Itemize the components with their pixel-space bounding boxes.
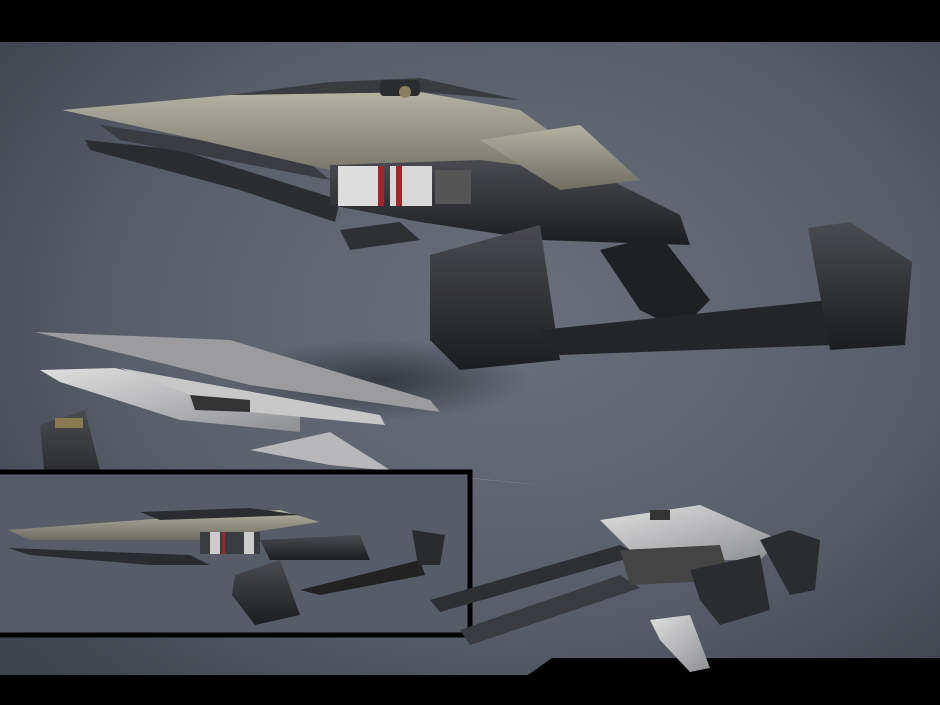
- main-stock: [808, 222, 912, 350]
- main-rifle: [62, 78, 912, 370]
- main-magazine: [430, 225, 560, 370]
- inset-side-view-panel: [0, 469, 473, 638]
- top-frame-bar: [0, 0, 940, 42]
- bottom-frame-bar: [0, 658, 940, 705]
- low-poly-rifle-model: [430, 505, 820, 672]
- magazine-ammo-window: [55, 418, 83, 428]
- exploded-plates: [35, 332, 540, 485]
